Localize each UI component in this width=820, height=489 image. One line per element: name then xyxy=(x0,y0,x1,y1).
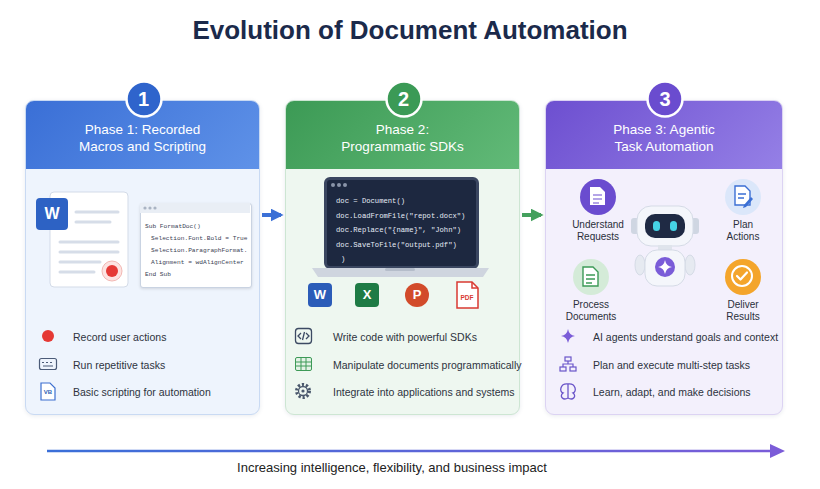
phase-number-text: 2 xyxy=(385,80,423,118)
laptop-screen: doc = Document()doc.LoadFromFile("repot.… xyxy=(324,177,479,269)
capability-icon: Deliver Results xyxy=(705,259,781,323)
phase-number: 1 xyxy=(125,80,163,118)
capability-icon: Plan Actions xyxy=(705,179,781,243)
icon-circle xyxy=(725,179,761,215)
icon-circle xyxy=(580,179,616,215)
vb-icon-text: VB xyxy=(41,389,55,396)
code-line: doc.Replace("{name}", "John") xyxy=(327,223,476,238)
progress-axis xyxy=(47,444,785,458)
word-icon-letter: W xyxy=(37,204,67,223)
excel-icon-letter: X xyxy=(355,287,379,303)
bullet-text: Run repetitive tasks xyxy=(73,358,165,372)
icon-caption: Deliver Results xyxy=(716,299,770,322)
code-line: Sub FormatDoc() xyxy=(141,221,251,233)
phase-panel: Phase 3: Agentic Task Automation AI agent… xyxy=(545,100,783,415)
icon-caption: Understand Requests xyxy=(571,219,625,242)
phase-arrow xyxy=(522,213,541,217)
code-line: Selection.ParagraphFormat. xyxy=(141,245,251,257)
capability-icon: Process Documents xyxy=(553,259,629,323)
axis-caption: Increasing intelligence, flexibility, an… xyxy=(172,460,612,476)
bullet-text: Plan and execute multi-step tasks xyxy=(593,358,750,372)
bullet-text: AI agents understand goals and context xyxy=(593,330,778,344)
pdf-icon-text: PDF xyxy=(456,294,478,302)
phase-number-text: 3 xyxy=(646,80,684,118)
icon-circle xyxy=(725,259,761,295)
icon-caption: Plan Actions xyxy=(716,219,770,242)
icon-circle xyxy=(725,179,761,215)
diagram-title: Evolution of Document Automation xyxy=(0,13,820,47)
capability-icon: Understand Requests xyxy=(560,179,636,243)
code-line: doc = Document() xyxy=(327,194,476,209)
icon-circle xyxy=(725,259,761,295)
progress-axis xyxy=(47,450,772,453)
phase-panel: Phase 2: Programmatic SDKsWrite code wit… xyxy=(285,100,520,415)
code-window: Sub FormatDoc()Selection.Font.Bold = Tru… xyxy=(140,203,252,288)
phase-number-text: 1 xyxy=(125,80,163,118)
bullet-text: Manipulate documents programmatically xyxy=(333,358,522,372)
phase-arrow xyxy=(262,213,281,217)
code-line: End Sub xyxy=(141,269,251,281)
code-line: doc.SaveToFile("output.pdf") xyxy=(327,238,476,253)
code-line: ) xyxy=(327,252,476,267)
icon-caption: Process Documents xyxy=(564,299,618,322)
progress-axis xyxy=(770,444,785,458)
bullet-text: Basic scripting for automation xyxy=(73,385,211,399)
code-line: doc.LoadFromFile("repot.docx") xyxy=(327,209,476,224)
phase-heading: Phase 3: Agentic Task Automation xyxy=(579,121,749,155)
phase-heading: Phase 1: Recorded Macros and Scripting xyxy=(43,121,243,155)
powerpoint-icon-letter: P xyxy=(405,287,429,303)
icon-circle xyxy=(573,259,609,295)
bullet-text: Learn, adapt, and make decisions xyxy=(593,385,751,399)
phase-heading: Phase 2: Programmatic SDKs xyxy=(333,121,473,155)
bullet-text: Write code with powerful SDKs xyxy=(333,330,477,344)
bullet-text: Integrate into applications and systems xyxy=(333,385,515,399)
icon-circle xyxy=(580,179,616,215)
bullet-text: Record user actions xyxy=(73,330,166,344)
phase-panel: Phase 1: Recorded Macros and ScriptingRe… xyxy=(25,100,260,415)
phase-number: 2 xyxy=(385,80,423,118)
code-line: Alignment = wdAlignCenter xyxy=(141,257,251,269)
phase-number: 3 xyxy=(646,80,684,118)
icon-circle xyxy=(573,259,609,295)
word-icon-letter: W xyxy=(308,287,332,303)
code-line: Selection.Font.Bold = True xyxy=(141,233,251,245)
